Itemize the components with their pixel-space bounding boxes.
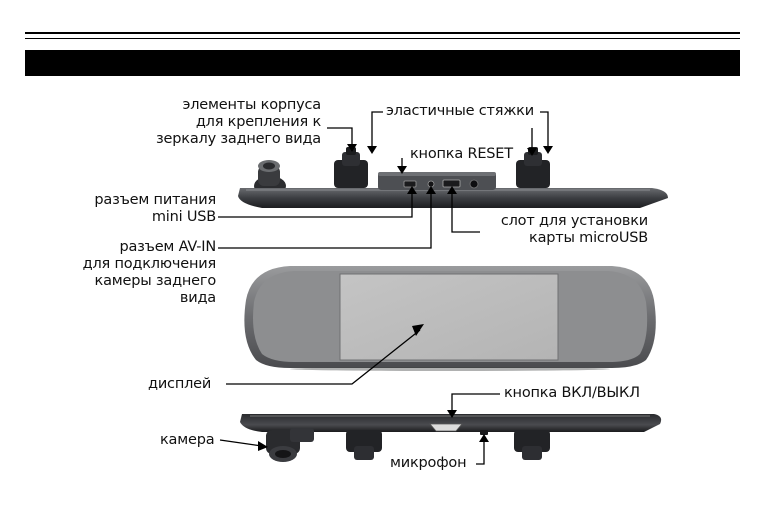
- label-power-line1: разъем питания: [94, 192, 216, 208]
- power-button-shape: [429, 423, 463, 432]
- bottom-clip-left: [346, 430, 382, 460]
- card-slot: [442, 179, 461, 188]
- label-slot-line1: слот для установки: [500, 213, 648, 229]
- mirror-front-view: [244, 266, 656, 371]
- label-housing-line3: зеркалу заднего вида: [156, 131, 321, 147]
- label-power-button: кнопка ВКЛ/ВЫКЛ: [504, 385, 640, 401]
- label-slot-line2: карты microUSB: [529, 230, 648, 246]
- mini-usb-port: [403, 180, 417, 188]
- label-housing-elements: элементы корпуса для крепления к зеркалу…: [156, 97, 321, 148]
- bottom-body: [240, 414, 662, 432]
- callout-arrowheads: [258, 144, 553, 451]
- bottom-camera: [266, 428, 314, 462]
- display-screen: [339, 273, 559, 361]
- label-camera: камера: [160, 432, 215, 448]
- label-av-in: разъем AV-IN для подключения камеры задн…: [82, 239, 217, 307]
- label-avin-line3: камеры заднего: [94, 273, 217, 289]
- label-housing-line2: для крепления к: [195, 114, 321, 130]
- label-power-connector: разъем питания mini USB: [94, 192, 216, 226]
- mirror-bottom-view: [240, 414, 662, 462]
- label-avin-line2: для подключения: [82, 256, 217, 272]
- top-body: [238, 188, 668, 208]
- label-power-line2: mini USB: [151, 209, 216, 225]
- label-microphone: микрофон: [390, 455, 467, 471]
- header-rule-thin: [25, 38, 740, 39]
- label-card-slot: слот для установки карты microUSB: [501, 213, 648, 247]
- top-clip-left: [334, 147, 368, 188]
- mirror-top-view: [238, 147, 668, 208]
- section-title-bar: [25, 50, 740, 76]
- label-reset-button: кнопка RESET: [410, 146, 513, 162]
- label-housing-line1: элементы корпуса: [182, 97, 321, 113]
- header-rule-thick: [25, 32, 740, 34]
- bottom-clip-right: [514, 430, 550, 460]
- callout-lines: [218, 111, 549, 465]
- label-avin-line1: разъем AV-IN: [119, 239, 216, 255]
- label-avin-line4: вида: [179, 290, 216, 306]
- label-elastic-straps: эластичные стяжки: [386, 103, 534, 119]
- reset-hole: [469, 179, 479, 189]
- label-display: дисплей: [148, 376, 212, 392]
- microphone-hole: [480, 430, 488, 435]
